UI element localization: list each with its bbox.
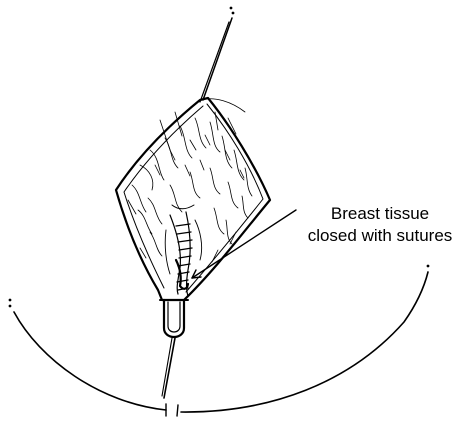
retractor-clip [160,300,188,337]
suture-line [165,205,201,296]
guide-wire [162,18,232,416]
skin-flap [116,98,270,300]
callout-line-1: Breast tissue [300,203,457,225]
callout-leader [192,210,296,278]
callout-line-2: closed with sutures [300,225,457,247]
callout-label: Breast tissue closed with sutures [300,203,457,247]
